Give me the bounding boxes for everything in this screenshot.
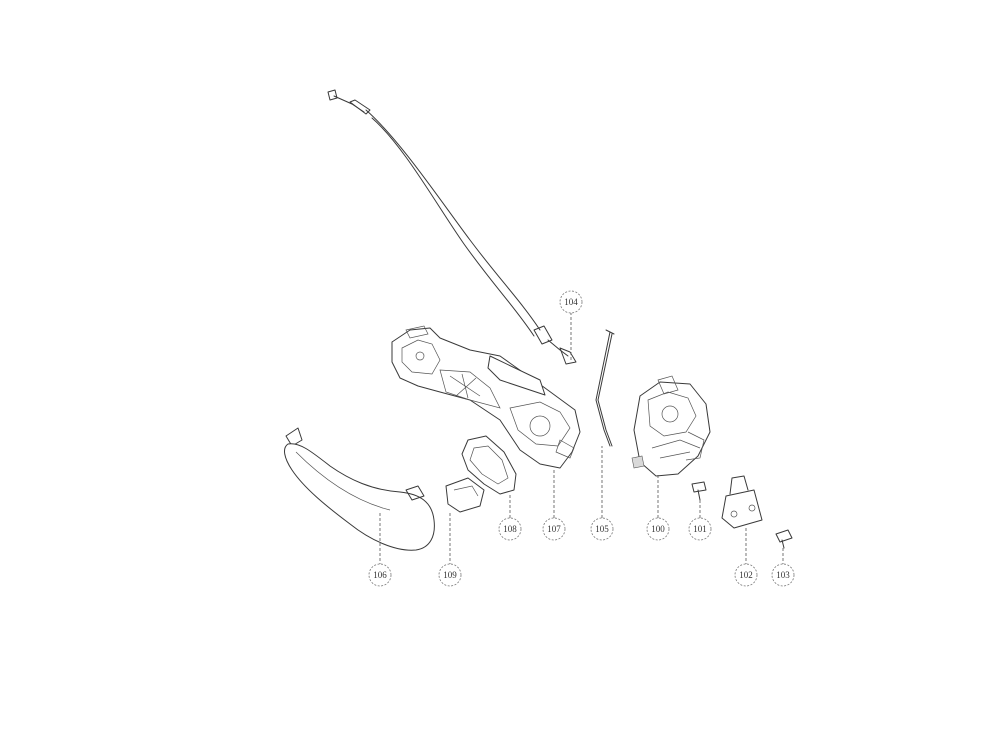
callout-106: 106 [368,563,392,587]
leader-lines [379,312,784,566]
part-109-cap [445,477,485,513]
callout-label-103: 103 [776,570,790,580]
callout-101: 101 [688,517,712,541]
part-104-cable [327,89,577,365]
callout-label-104: 104 [564,297,578,307]
part-108-gasket [461,435,517,495]
callout-100: 100 [646,517,670,541]
part-100-latch [631,375,711,477]
callout-108: 108 [498,517,522,541]
callout-label-102: 102 [739,570,753,580]
part-103-screw [775,529,793,549]
part-101-screw [691,481,707,501]
callout-label-106: 106 [373,570,387,580]
callout-label-101: 101 [693,524,707,534]
callout-label-105: 105 [595,524,609,534]
callout-103: 103 [771,563,795,587]
callout-102: 102 [734,563,758,587]
callout-104: 104 [559,290,583,314]
callout-107: 107 [542,517,566,541]
callout-label-100: 100 [651,524,665,534]
part-107-handle-frame [391,325,581,469]
callout-label-108: 108 [503,524,517,534]
callout-105: 105 [590,517,614,541]
part-106-outer-handle [284,427,435,551]
callout-label-107: 107 [547,524,561,534]
callout-109: 109 [438,563,462,587]
callout-label-109: 109 [443,570,457,580]
part-105-rod [595,329,615,447]
part-102-striker [721,475,763,529]
